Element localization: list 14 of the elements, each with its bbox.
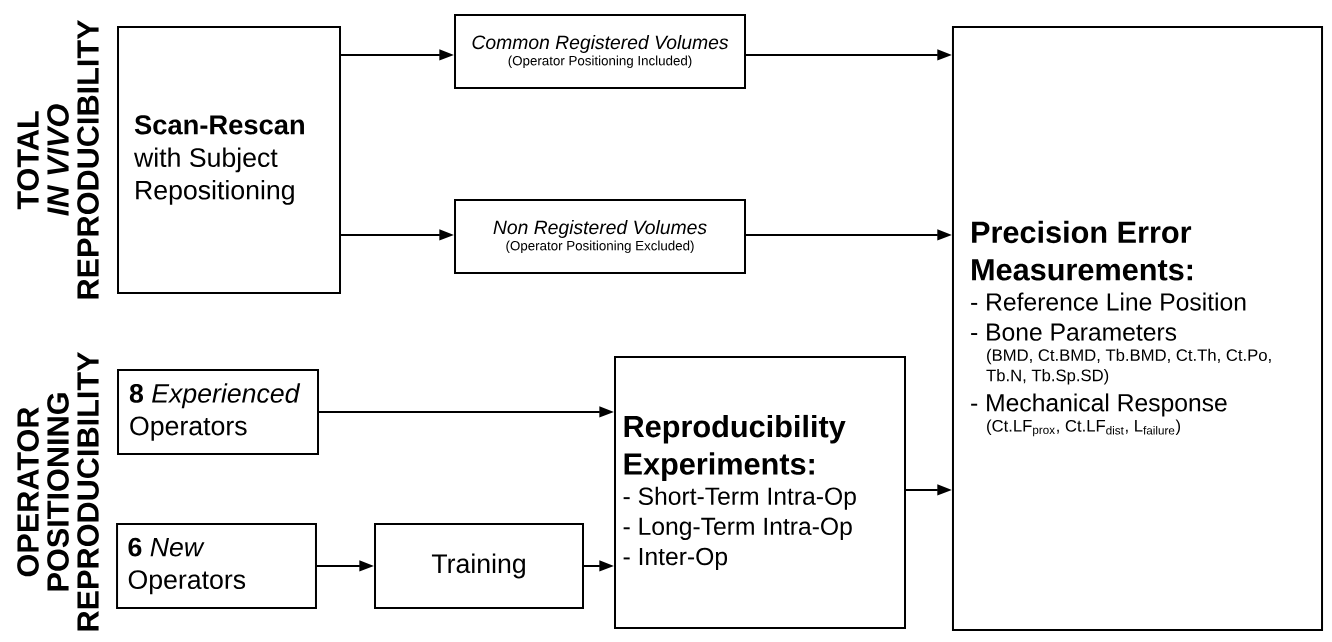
process-box: Training — [374, 523, 584, 609]
side-heading: OPERATOR — [17, 407, 39, 577]
side-heading: REPRODUCIBILITY — [77, 19, 99, 299]
process-box: Non Registered Volumes (Operator Positioning Excluded) — [454, 198, 746, 275]
process-box: 6 New Operators — [116, 523, 317, 609]
process-box: Common Registered Volumes (Operator Positioning Included) — [454, 13, 746, 90]
process-box: Reproducibility Experiments: - Short-Term Intra-Op - Long-Term Intra-Op - Inter-Op — [614, 356, 906, 629]
side-heading: POSITIONING — [47, 393, 69, 591]
side-heading: IN VIVO — [47, 104, 69, 216]
side-heading: REPRODUCIBILITY — [77, 351, 99, 631]
process-box: Scan-Rescan with Subject Repositioning — [117, 26, 341, 294]
process-box: 8 Experienced Operators — [117, 369, 319, 455]
process-box: Precision Error Measurements: - Reference Line Position - Bone Parameters (BMD, Ct.BMD, Tb.BMD, Ct.Th, Ct.Po, Tb.N, Tb.Sp.SD) - Mechanical Response (Ct.LF$_{prox}$, Ct.LF$_{dist}$, L$_{failure}$) — [951, 26, 1324, 631]
side-heading: TOTAL — [17, 111, 39, 210]
